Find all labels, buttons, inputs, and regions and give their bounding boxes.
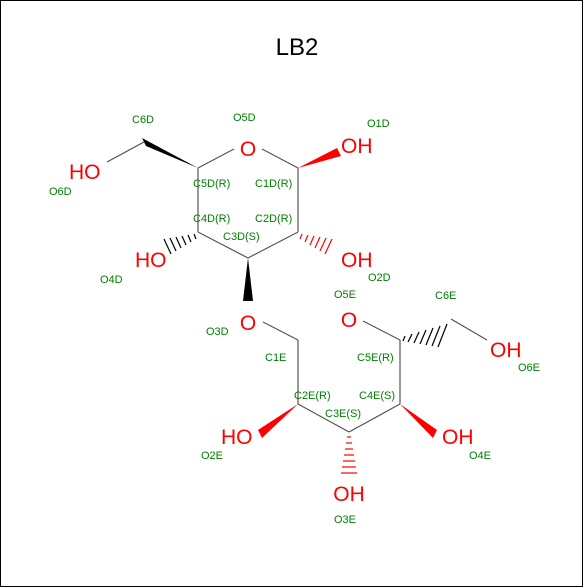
label-c5d: C5D(R) [193,178,230,190]
atom-o2d: OH [341,249,373,272]
wedge-bonds [142,138,437,438]
label-c5e: C5E(R) [357,352,394,364]
atom-o3e: OH [333,483,365,506]
label-o4d: O4D [100,274,123,286]
atom-o1d: OH [341,135,373,158]
ring-e-bonds [262,318,488,433]
hashed-bonds [163,233,448,474]
atom-labels: C6D O5D O1D O6D C5D(R) C1D(R) C4D(R) C2D… [49,112,540,526]
label-o2e: O2E [201,450,223,462]
atom-o6e: OH [490,339,522,362]
label-c2e: C2E(R) [294,390,331,402]
label-c1e: C1E [265,352,286,364]
label-o3e: O3E [334,514,356,526]
atom-o2e: HO [221,426,253,449]
label-c6e: C6E [435,290,456,302]
atom-o4e: OH [442,426,474,449]
label-o4e: O4E [469,450,491,462]
label-o5d: O5D [233,112,256,124]
diagram-title: LB2 [276,34,319,61]
label-c1d: C1D(R) [255,178,292,190]
label-c6d: C6D [132,114,154,126]
oxygen-atoms: O OH HO HO OH O O OH HO OH OH [69,135,522,506]
ring-d-bonds [106,141,299,259]
atom-o4d: HO [135,249,167,272]
atom-o5d: O [240,138,256,161]
label-o2d: O2D [368,272,391,284]
atom-o6d: HO [69,161,101,184]
label-o1d: O1D [367,118,390,130]
label-o6d: O6D [49,186,72,198]
atom-o3d: O [240,312,256,335]
label-o3d: O3D [206,326,229,338]
label-c4e: C4E(S) [359,390,395,402]
label-o5e: O5E [334,289,356,301]
label-o6e: O6E [518,362,540,374]
label-c3e: C3E(S) [325,408,361,420]
atom-o5e: O [341,309,357,332]
label-c4d: C4D(R) [193,213,230,225]
label-c3d: C3D(S) [223,231,260,243]
label-c2d: C2D(R) [255,213,292,225]
